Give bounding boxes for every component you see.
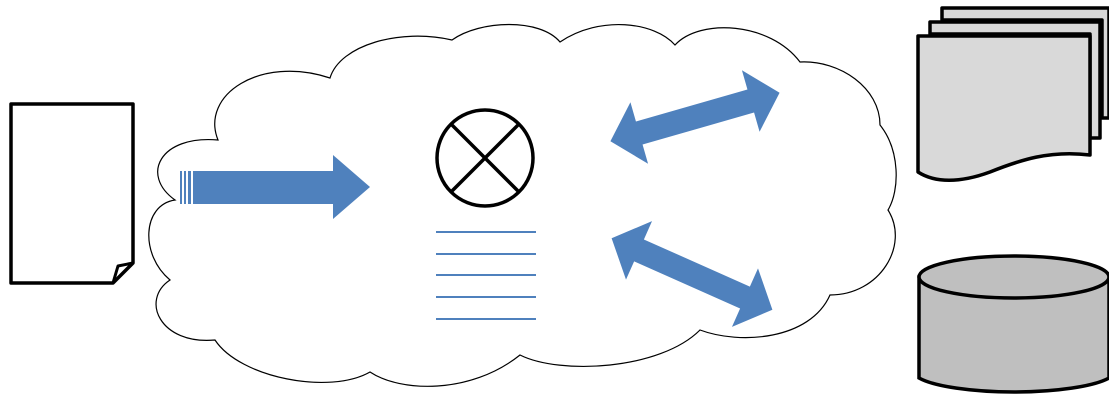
double-arrow-to-database (611, 221, 773, 327)
list-lines-icon (436, 231, 536, 320)
multi-document-icon (916, 6, 1109, 182)
double-arrow-to-documents (610, 70, 780, 164)
processing-symbol-icon (435, 108, 535, 208)
input-document-icon (9, 102, 135, 285)
cloud-shape (148, 23, 897, 387)
database-icon (917, 254, 1109, 394)
input-arrow (180, 155, 370, 219)
